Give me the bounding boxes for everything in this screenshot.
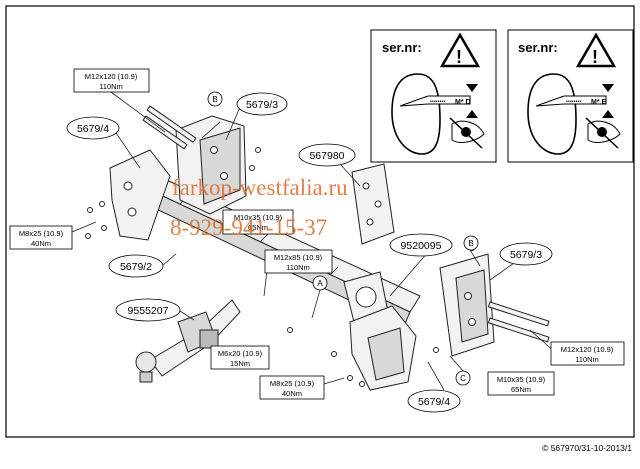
left-bracket bbox=[109, 149, 171, 241]
marker-letter: B bbox=[212, 95, 217, 104]
part-label-bracket-top-center: 5679/3 bbox=[236, 92, 288, 116]
part-number: 5679/3 bbox=[510, 249, 542, 261]
torque-spec: M10x35 (10.9) bbox=[497, 375, 546, 384]
torque-spec: M12x120 (10.9) bbox=[561, 345, 614, 354]
torque-box-right: M12x120 (10.9) 110Nm bbox=[550, 341, 625, 366]
marker-c: C bbox=[455, 370, 471, 386]
part-label-socket-plate: 9520095 bbox=[389, 233, 453, 257]
mounting-plate-outline bbox=[391, 73, 441, 155]
part-label-side-arm: 5679/2 bbox=[108, 254, 164, 278]
marker-a: A bbox=[312, 275, 328, 291]
arrow-down-icon bbox=[466, 84, 478, 92]
watermark-phone: 8-929-941-15-37 bbox=[170, 215, 327, 240]
torque-spec: M6x20 (10.9) bbox=[218, 349, 263, 358]
torque-value: 110Nm bbox=[575, 355, 599, 364]
marker-letter: B bbox=[468, 239, 473, 248]
part-label-bracket-left: 5679/4 bbox=[66, 116, 120, 140]
watermark-site: farkop-westfalia.ru bbox=[172, 175, 348, 200]
exclamation-icon: ! bbox=[456, 47, 462, 67]
part-label-electrics: 9555207 bbox=[115, 298, 181, 322]
warning-panel-d: ser.nr: ! •••••••• M* D bbox=[370, 29, 497, 163]
number-plate-bracket bbox=[351, 163, 395, 245]
plate-code: M* D bbox=[455, 99, 471, 106]
part-label-plate: 567980 bbox=[298, 143, 356, 167]
marker-letter: A bbox=[317, 279, 323, 288]
torque-box-center-hidden: M10x35 (10.9) 65Nm bbox=[222, 209, 294, 235]
long-bolts-right bbox=[487, 301, 550, 343]
torque-box-bottom-left: M6x20 (10.9) 15Nm bbox=[210, 345, 270, 370]
part-number: 9555207 bbox=[128, 305, 169, 317]
warning-panel-e: ser.nr: ! •••••••• M* E bbox=[507, 29, 634, 163]
part-number: 5679/2 bbox=[120, 261, 152, 273]
arrow-up-icon bbox=[466, 110, 478, 118]
torque-box-left: M8x25 (10.9) 40Nm bbox=[9, 225, 73, 250]
torque-box-center: M12x85 (10.9) 110Nm bbox=[264, 249, 333, 274]
marker-b-right: B bbox=[463, 235, 479, 251]
electric-socket bbox=[177, 311, 219, 353]
torque-value: 15Nm bbox=[230, 359, 250, 368]
warning-triangle-icon bbox=[575, 32, 617, 68]
copyright-text: © 567970/31-10-2013/1 bbox=[542, 443, 632, 453]
plate-code: M* E bbox=[591, 99, 607, 106]
arrow-down-icon bbox=[602, 84, 614, 92]
part-label-bracket-bottom: 5679/4 bbox=[407, 389, 461, 413]
torque-box-bottom: M8x25 (10.9) 40Nm bbox=[259, 375, 325, 400]
torque-value: 110Nm bbox=[99, 82, 123, 91]
torque-value: 40Nm bbox=[31, 239, 51, 248]
exclamation-icon: ! bbox=[592, 47, 598, 67]
socket-plate bbox=[343, 271, 389, 323]
right-bracket bbox=[439, 253, 495, 357]
part-number: 5679/4 bbox=[418, 396, 450, 408]
part-number: 9520095 bbox=[401, 240, 442, 252]
torque-spec: M12x85 (10.9) bbox=[274, 253, 323, 262]
bottom-right-bracket bbox=[349, 305, 417, 391]
part-number: 5679/4 bbox=[77, 123, 109, 135]
small-bolts bbox=[85, 147, 475, 387]
marker-b-top: B bbox=[207, 91, 223, 107]
marker-letter: C bbox=[460, 374, 466, 383]
torque-value: 65Nm bbox=[248, 223, 268, 232]
part-label-bracket-right: 5679/3 bbox=[499, 242, 553, 266]
dotted-plate-marks: •••••••• bbox=[566, 99, 581, 105]
mounting-plate-outline bbox=[527, 73, 577, 155]
ser-nr-label: ser.nr: bbox=[382, 40, 422, 55]
ser-nr-label: ser.nr: bbox=[518, 40, 558, 55]
torque-value: 40Nm bbox=[282, 389, 302, 398]
part-number: 5679/3 bbox=[246, 99, 278, 111]
torque-spec: M10x35 (10.9) bbox=[234, 213, 283, 222]
torque-box-top-left: M12x120 (10.9) 110Nm bbox=[73, 68, 150, 93]
torque-box-bottom-right: M10x35 (10.9) 65Nm bbox=[487, 371, 555, 396]
part-number: 567980 bbox=[309, 150, 344, 162]
torque-value: 65Nm bbox=[511, 385, 531, 394]
torque-value: 110Nm bbox=[286, 263, 310, 272]
torque-spec: M8x25 (10.9) bbox=[19, 229, 64, 238]
torque-spec: M8x25 (10.9) bbox=[270, 379, 315, 388]
arrow-up-icon bbox=[602, 110, 614, 118]
dotted-plate-marks: •••••••• bbox=[430, 99, 445, 105]
torque-spec: M12x120 (10.9) bbox=[85, 72, 138, 81]
warning-triangle-icon bbox=[439, 32, 481, 68]
